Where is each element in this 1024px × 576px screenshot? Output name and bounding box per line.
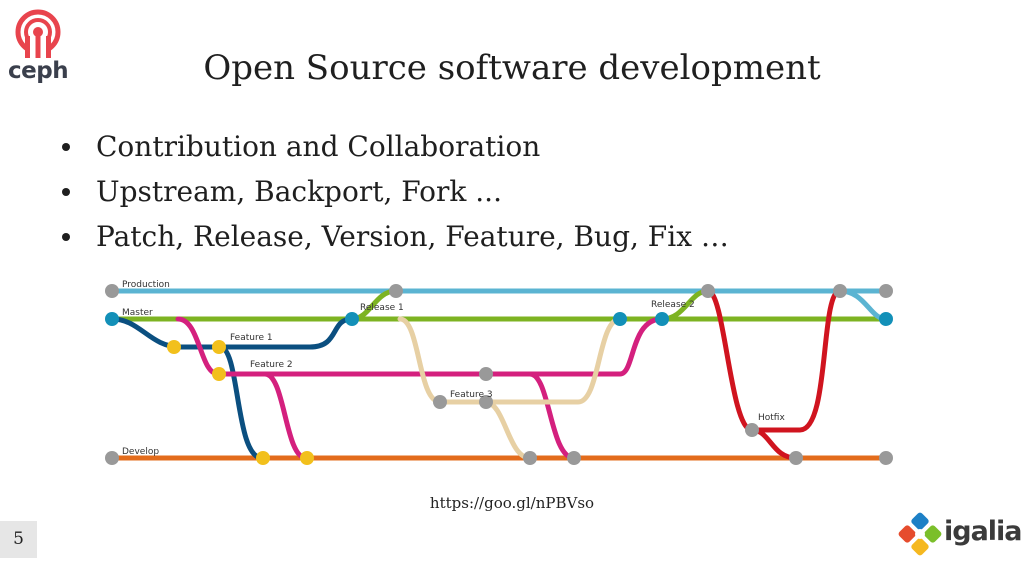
label-release1: Release 1 xyxy=(360,303,404,313)
bullet-dot-icon xyxy=(62,233,70,241)
ceph-logo: ceph xyxy=(8,8,69,88)
feature1-merge-line xyxy=(217,344,265,461)
hotfix-merge-line xyxy=(749,427,799,461)
bullet-list: Contribution and Collaboration Upstream,… xyxy=(60,124,729,259)
master-start-node xyxy=(105,312,119,326)
production-hotfix-node xyxy=(833,284,847,298)
develop-merge-node xyxy=(567,451,581,465)
master-node xyxy=(613,312,627,326)
bullet-text: Patch, Release, Version, Feature, Bug, F… xyxy=(96,220,729,253)
bullet-dot-icon xyxy=(62,143,70,151)
develop-end-node xyxy=(879,451,893,465)
commit-nodes xyxy=(105,284,893,465)
bullet-text: Upstream, Backport, Fork ... xyxy=(96,175,502,208)
production-start-node xyxy=(105,284,119,298)
feature2-merge-line xyxy=(262,371,309,461)
bullet-text: Contribution and Collaboration xyxy=(96,130,541,163)
source-url[interactable]: https://goo.gl/nPBVso xyxy=(429,494,595,512)
feature2-develop-merge-line xyxy=(527,371,577,461)
feature2-node xyxy=(212,367,226,381)
hotfix-branch-line xyxy=(705,288,843,433)
develop-merge-node xyxy=(523,451,537,465)
feature3-node xyxy=(479,395,493,409)
production-release1-node xyxy=(389,284,403,298)
production-master-connector-line xyxy=(837,288,889,322)
branching-diagram: Production Master Release 1 Release 2 Fe… xyxy=(105,280,893,465)
master-end-node xyxy=(879,312,893,326)
label-feature2: Feature 2 xyxy=(250,360,293,370)
feature1-node xyxy=(212,340,226,354)
slide-title: Open Source software development xyxy=(203,48,821,88)
ceph-logo-icon xyxy=(15,9,61,58)
igalia-logo-icon xyxy=(898,512,942,556)
label-feature1: Feature 1 xyxy=(230,333,273,343)
bullet-dot-icon xyxy=(62,188,70,196)
master-release1-node xyxy=(345,312,359,326)
feature3-node xyxy=(433,395,447,409)
hotfix-node xyxy=(745,423,759,437)
feature2-node xyxy=(479,367,493,381)
igalia-logo-text: igalia xyxy=(944,516,1023,547)
production-end-node xyxy=(879,284,893,298)
feature3-merge-line xyxy=(482,399,533,461)
label-develop: Develop xyxy=(122,447,159,457)
label-feature3: Feature 3 xyxy=(450,390,493,400)
ceph-logo-text: ceph xyxy=(8,58,69,84)
bullet-item: Upstream, Backport, Fork ... xyxy=(60,169,729,214)
label-release2: Release 2 xyxy=(651,300,695,310)
feature1-branch-line xyxy=(109,316,355,350)
develop-start-node xyxy=(105,451,119,465)
develop-merge-node xyxy=(256,451,270,465)
feature3-branch-line xyxy=(397,316,623,405)
feature1-node xyxy=(167,340,181,354)
develop-merge-node xyxy=(300,451,314,465)
feature2-branch-line xyxy=(175,316,665,377)
master-release2-node xyxy=(655,312,669,326)
develop-hotfix-node xyxy=(789,451,803,465)
igalia-logo: igalia xyxy=(898,510,1023,560)
production-release2-node xyxy=(701,284,715,298)
label-master: Master xyxy=(122,308,153,318)
page-number: 5 xyxy=(0,521,37,558)
label-hotfix: Hotfix xyxy=(758,413,785,423)
label-production: Production xyxy=(122,280,170,290)
bullet-item: Patch, Release, Version, Feature, Bug, F… xyxy=(60,214,729,259)
bullet-item: Contribution and Collaboration xyxy=(60,124,729,169)
